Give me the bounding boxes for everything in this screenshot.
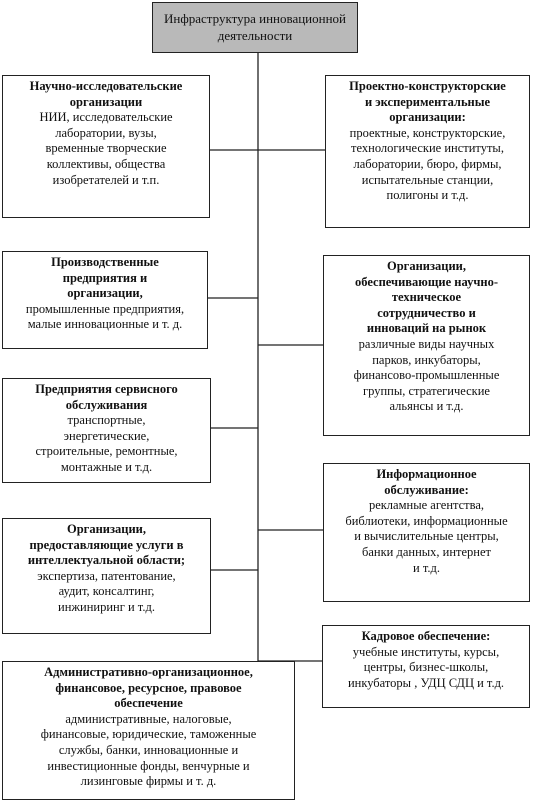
node-body: экспертиза, патентование, аудит, консалт…: [37, 568, 176, 614]
node-information-services: Информационное обслуживание: рекламные а…: [323, 463, 530, 602]
node-title: Административно-организационное, финансо…: [44, 665, 253, 711]
node-title: Проектно-конструкторские и экспериментал…: [349, 79, 506, 125]
node-design-organizations: Проектно-конструкторские и экспериментал…: [325, 75, 530, 228]
node-title: Кадровое обеспечение:: [361, 629, 491, 643]
node-personnel-support: Кадровое обеспечение: учебные институты,…: [322, 625, 530, 708]
node-title: Информационное обслуживание:: [376, 467, 477, 497]
node-body: НИИ, исследовательские лаборатории, вузы…: [39, 110, 173, 187]
node-scientific-cooperation: Организации, обеспечивающие научно- техн…: [323, 255, 530, 436]
node-body: рекламные агентства, библиотеки, информа…: [345, 498, 508, 575]
node-title: Научно-исследовательские организации: [29, 79, 183, 109]
root-node-infrastructure: Инфраструктура инновационной деятельност…: [152, 2, 358, 53]
node-title: Предприятия сервисного обслуживания: [35, 382, 178, 412]
node-body: проектные, конструкторские, технологичес…: [349, 125, 506, 203]
node-title: Организации, обеспечивающие научно- техн…: [355, 259, 498, 336]
node-administrative-support: Административно-организационное, финансо…: [2, 661, 295, 800]
node-body: транспортные, энергетические, строительн…: [35, 413, 178, 474]
node-service-enterprises: Предприятия сервисного обслуживания тран…: [2, 378, 211, 483]
node-title: Организации, предоставляющие услуги в ин…: [27, 522, 186, 568]
node-body: промышленные предприятия, малые инноваци…: [25, 301, 185, 332]
node-body: административные, налоговые, финансовые,…: [40, 711, 257, 789]
node-title: Производственные предприятия и организац…: [51, 255, 159, 301]
node-production-enterprises: Производственные предприятия и организац…: [2, 251, 208, 349]
node-body: различные виды научных парков, инкубатор…: [353, 336, 500, 414]
node-intellectual-services: Организации, предоставляющие услуги в ин…: [2, 518, 211, 634]
node-research-organizations: Научно-исследовательские организации НИИ…: [2, 75, 210, 218]
node-body: учебные институты, курсы, центры, бизнес…: [347, 644, 505, 690]
